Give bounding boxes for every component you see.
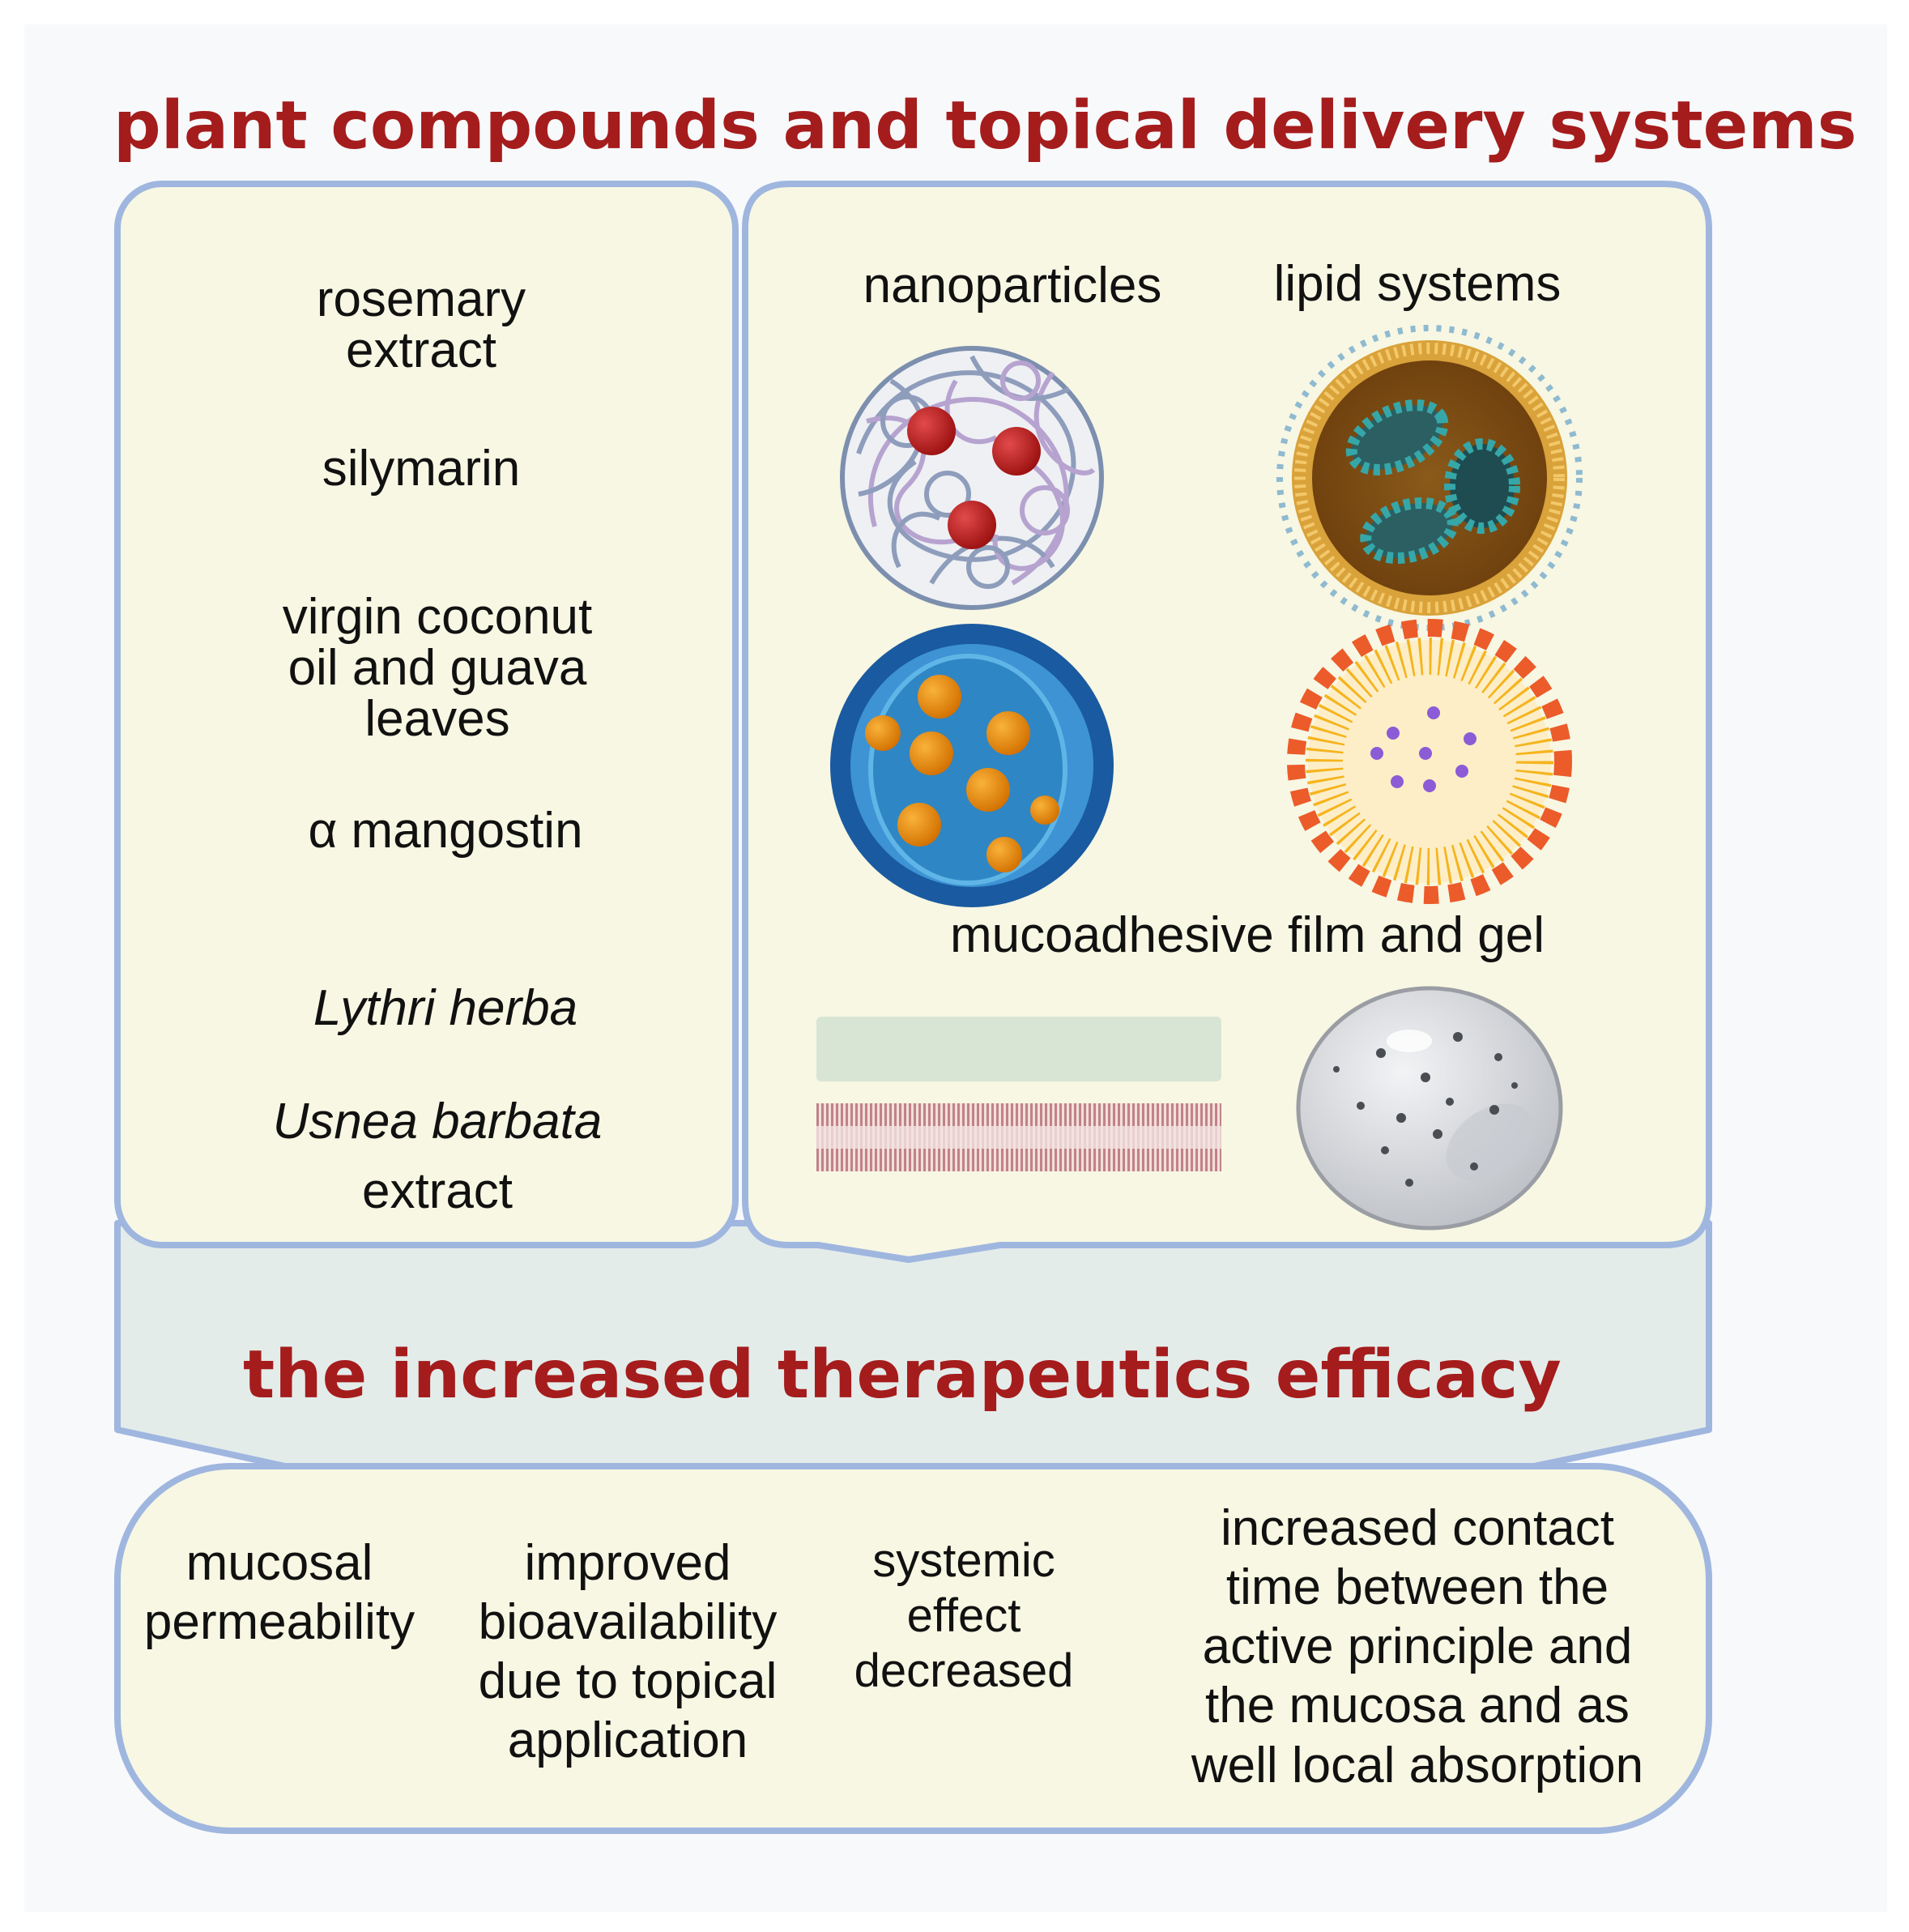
lipid-nanoparticle-illustration [1276,325,1583,631]
nanoparticles-label: nanoparticles [863,258,1162,313]
benefit-label: improved bioavailability due to topical … [478,1535,778,1769]
compound-alpha-mangostin: α mangostin [259,806,632,856]
compound-label: Lythri herba [313,980,578,1036]
compound-label: virgin coconut oil and guava leaves [282,589,593,748]
efficacy-title: the increased therapeutics efficacy [243,1337,1562,1414]
compound-label: α mangostin [308,803,583,859]
benefit-label: systemic effect decreased [854,1534,1074,1697]
gel-droplet-illustration [1296,986,1563,1230]
benefit-bioavailability: improved bioavailability due to topical … [454,1533,802,1771]
benefit-contact-time: increased contact time between the activ… [1150,1499,1685,1795]
benefit-systemic-effect: systemic effect decreased [834,1533,1093,1699]
nanocapsule-illustration [830,624,1114,907]
benefits-panel [114,1463,1712,1834]
compound-label: rosemary extract [316,271,526,379]
compound-lythri-herba: Lythri herba [259,983,632,1034]
compound-silymarin: silymarin [259,444,583,494]
lipid-systems-label: lipid systems [1273,256,1562,312]
compound-usnea-barbata: Usnea barbata [243,1097,632,1147]
compound-usnea-extract: extract [243,1166,632,1217]
polymeric-nanoparticle-illustration [840,346,1104,610]
mucoadhesive-label: mucoadhesive film and gel [949,907,1545,963]
mucoadhesive-film-illustration [816,1017,1221,1171]
liposome-illustration [1287,619,1572,904]
benefit-label: increased contact time between the activ… [1191,1500,1644,1793]
compounds-panel [114,181,739,1248]
compound-label: silymarin [322,441,521,497]
main-title: plant compounds and topical delivery sys… [113,87,1857,164]
benefit-label: mucosal permeability [143,1535,415,1651]
compound-label: extract [361,1163,513,1219]
compound-label: Usnea barbata [272,1094,603,1149]
compound-rosemary-extract: rosemary extract [259,271,583,379]
benefit-mucosal-permeability: mucosal permeability [121,1533,437,1652]
compound-coconut-oil-guava: virgin coconut oil and guava leaves [243,591,632,745]
